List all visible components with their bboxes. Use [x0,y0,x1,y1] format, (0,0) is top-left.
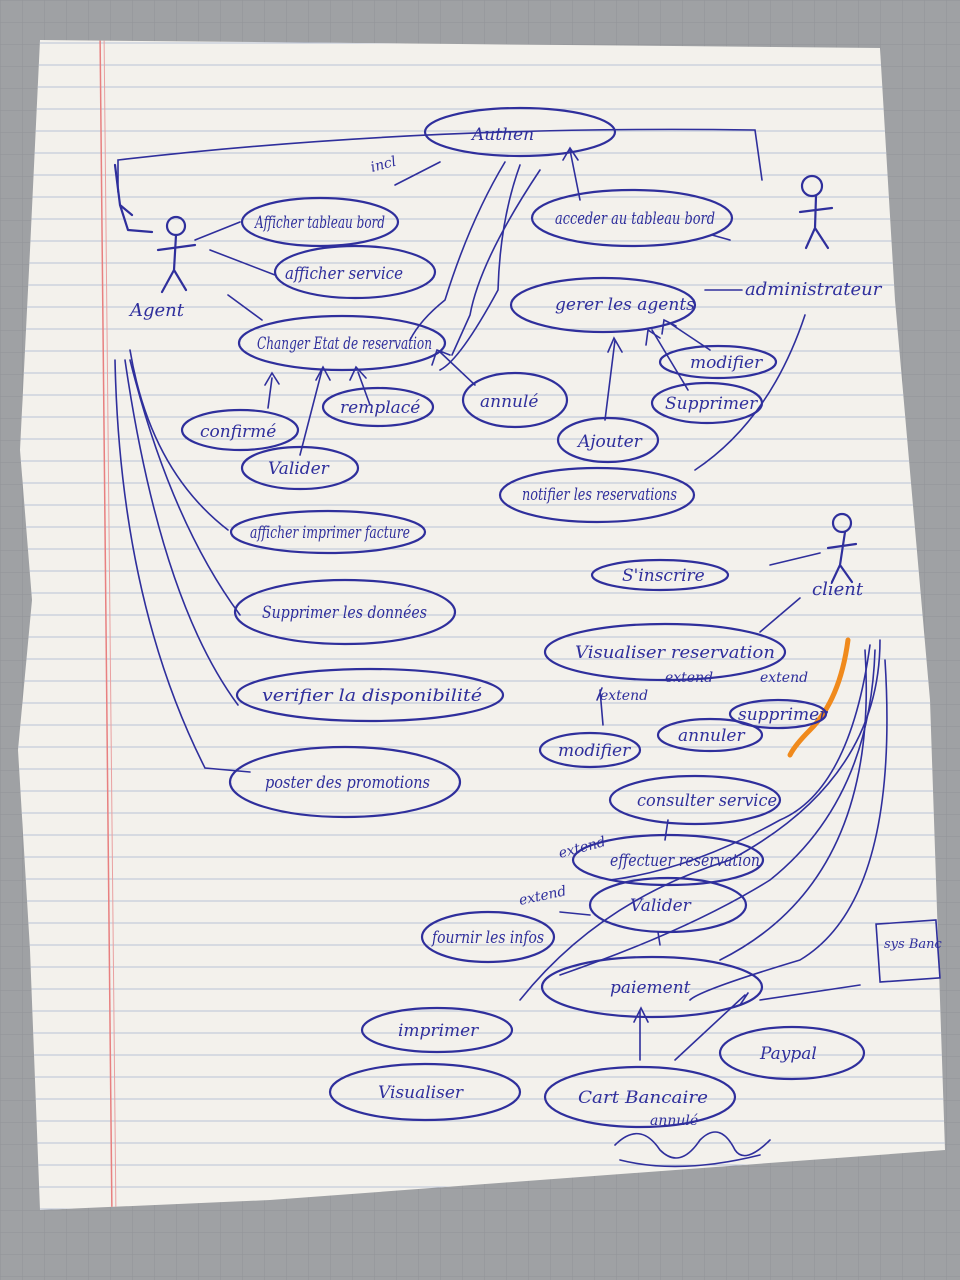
uc-imprimer-label: imprimer [398,1021,479,1041]
uc-modifier-admin-label: modifier [690,353,763,373]
uc-inscrire-label: S'inscrire [622,566,705,586]
rel-extend-label-1: extend [600,688,648,704]
actor-client: client [812,512,864,600]
association-lines [114,128,888,1061]
uc-modifier-client: modifier [538,731,642,769]
uc-remplacer: remplacé [321,386,435,428]
uc-ajouter: Ajouter [556,416,660,464]
uc-authentifier: Authen [423,106,617,158]
uc-acceder-tableau: acceder au tableau bord [530,188,734,248]
uc-changer-etat-label: Changer Etat de reservation [257,334,432,354]
uc-afficher-service-label: afficher service [285,264,403,284]
uc-imprimer: imprimer [360,1006,514,1054]
uc-supprimer-donnees: Supprimer les données [233,578,457,646]
uc-effectuer: effectuer reservation [571,833,765,887]
uc-fournir: fournir les infos [420,910,556,964]
uc-valider-agent-label: Valider [268,459,330,479]
uc-visualiser: Visualiser [328,1062,522,1122]
uc-paiement: paiement [540,955,764,1019]
uc-visualiser-reservation: Visualiser reservation [543,622,787,682]
uc-valider-client-label: Valider [630,896,692,916]
uc-gerer-agents: gerer les agents [509,276,697,334]
uc-afficher-facture: afficher imprimer facture [229,509,427,555]
uc-afficher-tableau: Afficher tableau bord [240,196,400,248]
uc-supprimer-client: supprimer [728,698,828,730]
uc-afficher-tableau-label: Afficher tableau bord [254,213,385,233]
uc-carte: Cart Bancaire [543,1065,737,1129]
uc-fournir-label: fournir les infos [430,928,544,948]
uc-acceder-tableau-label: acceder au tableau bord [555,209,715,229]
uc-poster-label: poster des promotions [265,773,430,793]
uc-consulter: consulter service [608,774,782,826]
uc-ajouter-label: Ajouter [576,432,643,452]
actor-bank-label: sys Banc [884,937,942,952]
actor-agent-label: Agent [128,300,185,321]
uc-consulter-label: consulter service [637,791,777,811]
uc-gerer-agents-label: gerer les agents [555,295,695,315]
use-cases: Authen Afficher tableau bord afficher se… [180,106,866,1129]
scribble-label: annulé [650,1113,698,1129]
uc-changer-etat: Changer Etat de reservation [237,314,447,372]
actor-bank-system: sys Banc [875,919,942,983]
uc-authentifier-label: Authen [470,125,534,145]
uc-annuler-client: annuler [656,717,764,753]
uc-supprimer-admin: Supprimer [650,381,764,425]
highlight-stroke [787,637,851,758]
uc-paiement-label: paiement [610,978,691,998]
uc-annuler-agent-label: annulé [480,392,538,412]
uc-confirmer: confirmé [180,408,300,452]
uc-annuler-agent: annulé [461,371,569,429]
uc-paypal: Paypal [718,1025,866,1081]
uc-notifier: notifier les reservations [498,466,696,524]
uc-modifier-client-label: modifier [558,741,631,761]
uc-verifier-label: verifier la disponibilité [262,686,482,706]
uc-poster: poster des promotions [228,745,462,819]
uc-supprimer-client-label: supprimer [738,705,828,725]
uc-valider-client: Valider [588,876,748,934]
rel-extend-label-2: extend [665,670,713,686]
uc-supprimer-donnees-label: Supprimer les données [262,603,427,623]
actor-admin: administrateur [745,174,883,300]
actor-admin-label: administrateur [745,279,883,300]
uc-afficher-facture-label: afficher imprimer facture [250,523,410,543]
uc-remplacer-label: remplacé [340,398,420,418]
actor-client-label: client [812,579,864,600]
uc-visualiser-label: Visualiser [378,1083,464,1103]
uc-modifier-admin: modifier [658,344,778,380]
uc-paypal-label: Paypal [759,1044,817,1064]
uc-notifier-label: notifier les reservations [522,485,677,505]
uc-visualiser-reservation-label: Visualiser reservation [575,643,775,663]
uc-inscrire: S'inscrire [590,558,730,592]
uc-valider-agent: Valider [240,445,360,491]
uc-annuler-client-label: annuler [678,726,745,746]
uc-verifier: verifier la disponibilité [235,667,505,723]
uc-effectuer-label: effectuer reservation [610,851,760,871]
uc-confirmer-label: confirmé [200,422,276,442]
scribble-mark [614,1131,771,1168]
rel-include-label: incl [369,154,398,176]
uc-carte-label: Cart Bancaire [578,1088,708,1108]
rel-extend-label-3: extend [760,670,808,686]
uc-afficher-service: afficher service [273,244,437,300]
uc-supprimer-admin-label: Supprimer [665,394,758,414]
